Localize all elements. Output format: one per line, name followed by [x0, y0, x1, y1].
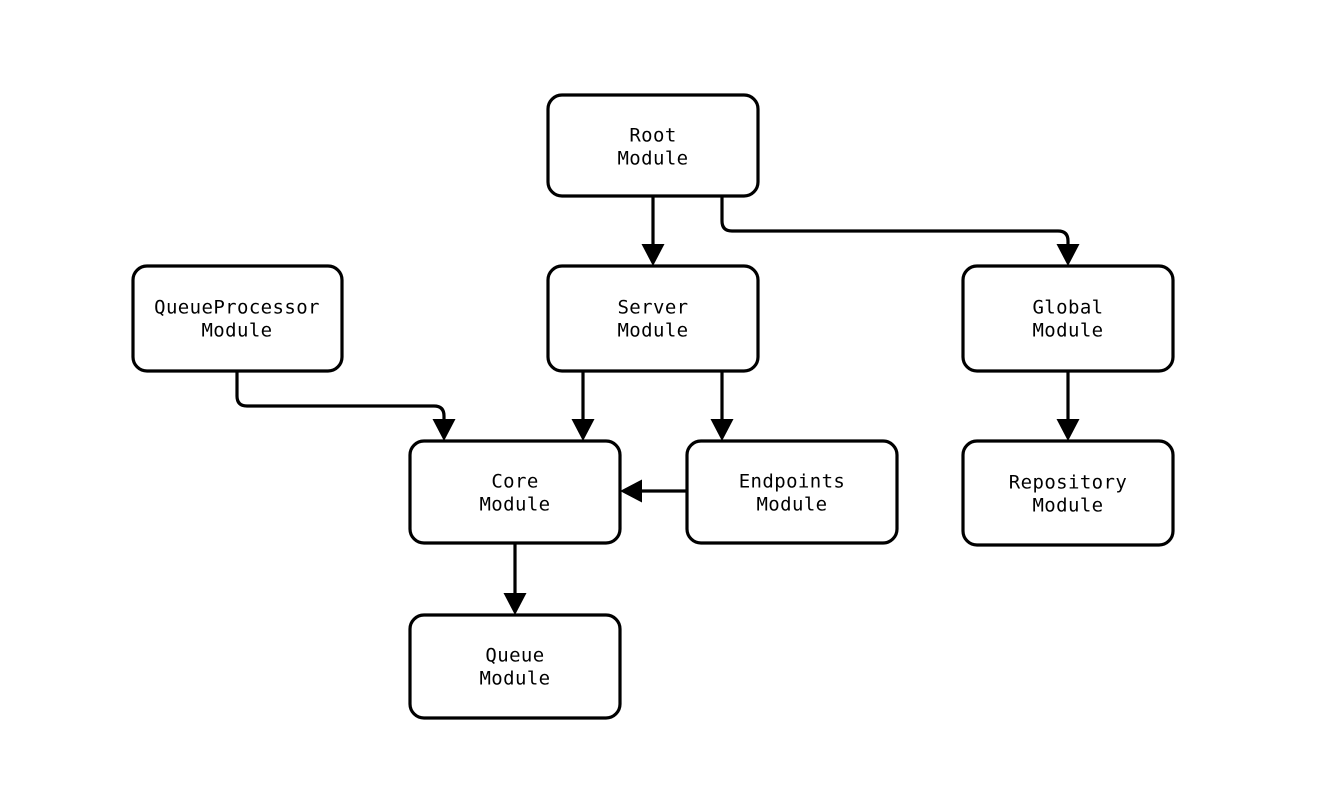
node-label-line1: Endpoints — [739, 471, 846, 493]
node-box[interactable] — [408, 439, 622, 545]
edge-endpoints-to-core — [620, 479, 687, 503]
node-queue-module[interactable]: Queue Module — [408, 613, 622, 720]
edge-queueprocessor-to-core — [235, 371, 456, 441]
arrowhead-icon — [1056, 244, 1080, 266]
node-global-module[interactable]: Global Module — [961, 264, 1175, 373]
edge-core-to-queue — [503, 543, 527, 615]
node-label-line1: QueueProcessor — [154, 297, 320, 319]
arrowhead-icon — [503, 593, 527, 615]
node-label-line2: Module — [201, 320, 272, 342]
arrowhead-icon — [1056, 419, 1080, 441]
node-box[interactable] — [546, 264, 760, 373]
node-box[interactable] — [961, 264, 1175, 373]
edge-line — [720, 196, 1070, 252]
edge-server-to-endpoints — [710, 371, 734, 441]
node-core-module[interactable]: Core Module — [408, 439, 622, 545]
node-endpoints-module[interactable]: Endpoints Module — [685, 439, 899, 545]
node-label-line2: Module — [1032, 320, 1103, 342]
node-label-line1: Repository — [1009, 472, 1127, 494]
edge-server-to-core — [571, 371, 595, 441]
arrowhead-icon — [571, 419, 595, 441]
node-layer: Root Module QueueProcessor Module Server… — [131, 93, 1175, 720]
edge-global-to-repository — [1056, 371, 1080, 441]
node-label-line1: Queue — [485, 645, 544, 667]
node-label-line2: Module — [617, 320, 688, 342]
node-label-line2: Module — [756, 494, 827, 516]
node-box[interactable] — [961, 439, 1175, 547]
node-server-module[interactable]: Server Module — [546, 264, 760, 373]
arrowhead-icon — [432, 419, 456, 441]
edge-root-to-server — [641, 196, 665, 266]
node-root-module[interactable]: Root Module — [546, 93, 760, 198]
node-box[interactable] — [408, 613, 622, 720]
node-label-line2: Module — [479, 668, 550, 690]
edge-line — [235, 371, 446, 427]
node-label-line1: Server — [617, 297, 688, 319]
node-queueprocessor-module[interactable]: QueueProcessor Module — [131, 264, 344, 373]
node-label-line2: Module — [617, 148, 688, 170]
edge-root-to-global — [720, 196, 1080, 266]
node-label-line1: Core — [491, 471, 538, 493]
node-repository-module[interactable]: Repository Module — [961, 439, 1175, 547]
arrowhead-icon — [710, 419, 734, 441]
node-label-line1: Root — [629, 125, 676, 147]
node-box[interactable] — [685, 439, 899, 545]
arrowhead-icon — [641, 244, 665, 266]
edge-layer — [235, 196, 1080, 615]
node-box[interactable] — [131, 264, 344, 373]
node-label-line1: Global — [1032, 297, 1103, 319]
node-label-line2: Module — [479, 494, 550, 516]
node-label-line2: Module — [1032, 495, 1103, 517]
node-box[interactable] — [546, 93, 760, 198]
arrowhead-icon — [620, 479, 642, 503]
